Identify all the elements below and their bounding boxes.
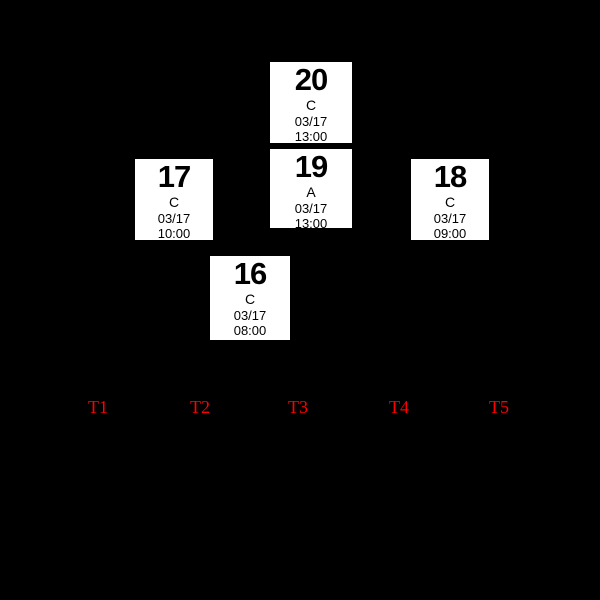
node-19-number: 19 bbox=[294, 149, 328, 184]
node-19-letter: A bbox=[306, 184, 316, 200]
node-16-time: 08:00 bbox=[233, 323, 267, 338]
node-17: 17 C 03/17 10:00 bbox=[135, 159, 213, 241]
timeline-label-t5: T5 bbox=[489, 397, 509, 417]
node-17-number: 17 bbox=[157, 159, 191, 194]
node-19: 19 A 03/17 13:00 bbox=[270, 149, 352, 231]
node-18-letter: C bbox=[444, 194, 456, 210]
node-18-date: 03/17 bbox=[433, 211, 467, 226]
timeline-label-t2: T2 bbox=[190, 397, 210, 417]
timeline-label-t3: T3 bbox=[288, 397, 308, 417]
node-16: 16 C 03/17 08:00 bbox=[210, 256, 290, 340]
node-19-date: 03/17 bbox=[294, 201, 328, 216]
node-18-number: 18 bbox=[433, 159, 467, 194]
node-20-date: 03/17 bbox=[294, 114, 328, 129]
node-16-date: 03/17 bbox=[233, 308, 267, 323]
node-20: 20 C 03/17 13:00 bbox=[270, 62, 352, 144]
timeline-label-t4: T4 bbox=[389, 397, 409, 417]
node-19-time: 13:00 bbox=[294, 216, 328, 231]
node-20-number: 20 bbox=[294, 62, 328, 97]
timeline-label-t1: T1 bbox=[88, 397, 108, 417]
node-18-time: 09:00 bbox=[433, 226, 467, 241]
node-16-letter: C bbox=[244, 291, 256, 307]
node-20-time: 13:00 bbox=[294, 129, 328, 144]
node-16-number: 16 bbox=[233, 256, 267, 291]
node-17-time: 10:00 bbox=[157, 226, 191, 241]
node-17-letter: C bbox=[168, 194, 180, 210]
node-17-date: 03/17 bbox=[157, 211, 191, 226]
node-20-letter: C bbox=[305, 97, 317, 113]
node-18: 18 C 03/17 09:00 bbox=[411, 159, 489, 241]
